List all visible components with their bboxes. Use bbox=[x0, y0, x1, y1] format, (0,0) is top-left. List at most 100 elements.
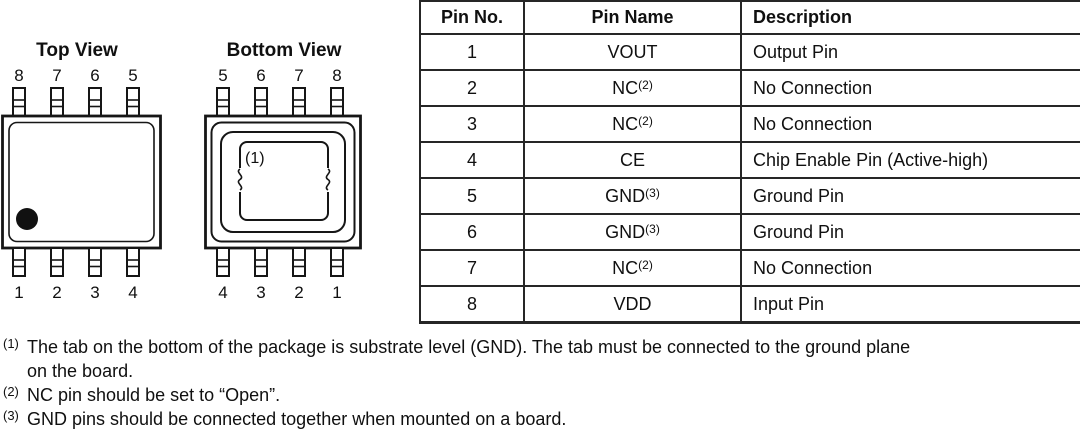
pin-lead bbox=[126, 87, 140, 117]
footnote-line: on the board. bbox=[27, 361, 134, 381]
pin-lead bbox=[254, 87, 268, 117]
footnote-marker: (3) bbox=[3, 408, 19, 423]
pin-name-cell: CE bbox=[523, 141, 742, 179]
footnote-text: NC pin should be set to “Open”. bbox=[27, 383, 1078, 407]
pin-name: GND bbox=[605, 221, 646, 242]
package-body-outline bbox=[204, 114, 362, 250]
pin-number-cell: 5 bbox=[419, 177, 525, 215]
pin-lead bbox=[50, 247, 64, 277]
description-cell: Input Pin bbox=[740, 285, 1080, 324]
pin-number-label: 8 bbox=[14, 66, 23, 85]
pin-lead bbox=[292, 87, 306, 117]
pin-number-cell: 1 bbox=[419, 33, 525, 71]
top-view-upper-pin-leads bbox=[12, 87, 140, 117]
description-cell: Ground Pin bbox=[740, 177, 1080, 215]
table-header-row: Pin No. Pin Name Description bbox=[419, 0, 1080, 35]
description-cell: Ground Pin bbox=[740, 213, 1080, 251]
footnote-line: GND pins should be connected together wh… bbox=[27, 409, 567, 429]
pin-number-label: 4 bbox=[218, 283, 227, 302]
pin-number-label: 6 bbox=[90, 66, 99, 85]
pin-name-cell: GND(3) bbox=[523, 177, 742, 215]
package-body-inner-outline bbox=[8, 121, 155, 243]
table-row: 6 GND(3) Ground Pin bbox=[419, 213, 1080, 251]
footnote-line: NC pin should be set to “Open”. bbox=[27, 385, 281, 405]
pin-name: GND bbox=[605, 185, 646, 206]
pin-name-cell: NC(2) bbox=[523, 105, 742, 143]
pin-number-label: 3 bbox=[90, 283, 99, 302]
table-row: 2 NC(2) No Connection bbox=[419, 69, 1080, 107]
top-view-lower-pin-leads bbox=[12, 247, 140, 277]
top-view-diagram: 8 7 6 5 1 2 3 4 bbox=[1, 66, 162, 302]
pin-name: VOUT bbox=[607, 41, 658, 62]
description-cell: Output Pin bbox=[740, 33, 1080, 71]
table-row: 8 VDD Input Pin bbox=[419, 285, 1080, 324]
footnote: (1) The tab on the bottom of the package… bbox=[3, 335, 1078, 383]
package-molding-outline bbox=[220, 131, 346, 233]
pin-number-label: 1 bbox=[332, 283, 341, 302]
pin-lead bbox=[50, 87, 64, 117]
table-row: 4 CE Chip Enable Pin (Active-high) bbox=[419, 141, 1080, 179]
pin-name: NC bbox=[612, 113, 639, 134]
footnote-text: GND pins should be connected together wh… bbox=[27, 407, 1078, 431]
description-cell: No Connection bbox=[740, 105, 1080, 143]
top-view-upper-pin-numbers: 8 7 6 5 bbox=[14, 66, 137, 85]
pin-number-label: 7 bbox=[52, 66, 61, 85]
pin-name-cell: NC(2) bbox=[523, 69, 742, 107]
bottom-view-diagram: 5 6 7 8 (1) 4 3 bbox=[204, 66, 362, 302]
bottom-view-lower-pin-leads bbox=[216, 247, 344, 277]
pin-name: NC bbox=[612, 257, 639, 278]
tab-notch-right bbox=[325, 168, 331, 191]
pin-number-label: 7 bbox=[294, 66, 303, 85]
pin-name: CE bbox=[619, 149, 645, 170]
pin-name: NC bbox=[612, 77, 639, 98]
pin-no-header: Pin No. bbox=[419, 0, 525, 35]
pin-name: VDD bbox=[613, 293, 652, 314]
pin-number-cell: 8 bbox=[419, 285, 525, 324]
pin-number-label: 6 bbox=[256, 66, 265, 85]
package-body-inner-outline bbox=[210, 121, 356, 243]
pin-lead bbox=[12, 87, 26, 117]
description-header: Description bbox=[740, 0, 1080, 35]
pin-lead bbox=[12, 247, 26, 277]
pin-lead bbox=[216, 247, 230, 277]
pin-number-label: 8 bbox=[332, 66, 341, 85]
pin-lead bbox=[292, 247, 306, 277]
pin-name-cell: GND(3) bbox=[523, 213, 742, 251]
footnotes: (1) The tab on the bottom of the package… bbox=[3, 335, 1078, 431]
bottom-view-title: Bottom View bbox=[226, 40, 342, 61]
table-row: 5 GND(3) Ground Pin bbox=[419, 177, 1080, 215]
pin-number-label: 5 bbox=[218, 66, 227, 85]
pin-lead bbox=[330, 87, 344, 117]
tab-notch-left bbox=[237, 168, 243, 191]
pin-number-cell: 6 bbox=[419, 213, 525, 251]
pin1-indicator-dot bbox=[16, 208, 38, 230]
bottom-view-upper-pin-numbers: 5 6 7 8 bbox=[218, 66, 341, 85]
pin-name-footnote-ref: (2) bbox=[638, 113, 653, 128]
bottom-view-upper-pin-leads bbox=[216, 87, 344, 117]
pin-lead bbox=[216, 87, 230, 117]
pin-table: Pin No. Pin Name Description 1 VOUT Outp… bbox=[419, 0, 1080, 324]
pin-number-label: 2 bbox=[52, 283, 61, 302]
pin-lead bbox=[88, 87, 102, 117]
tab-label: (1) bbox=[245, 150, 265, 167]
pin-name-cell: NC(2) bbox=[523, 249, 742, 287]
pin-lead bbox=[126, 247, 140, 277]
table-row: 1 VOUT Output Pin bbox=[419, 33, 1080, 71]
bottom-view-lower-pin-numbers: 4 3 2 1 bbox=[218, 283, 341, 302]
pin-name-header: Pin Name bbox=[523, 0, 742, 35]
pin-lead bbox=[330, 247, 344, 277]
pin-number-label: 2 bbox=[294, 283, 303, 302]
pin-number-cell: 3 bbox=[419, 105, 525, 143]
pin-number-label: 5 bbox=[128, 66, 137, 85]
pin-name-footnote-ref: (2) bbox=[638, 257, 653, 272]
description-cell: No Connection bbox=[740, 249, 1080, 287]
footnote-line: The tab on the bottom of the package is … bbox=[27, 337, 911, 357]
footnote-marker: (1) bbox=[3, 336, 19, 351]
top-view-title: Top View bbox=[36, 40, 118, 61]
pin-lead bbox=[88, 247, 102, 277]
description-cell: Chip Enable Pin (Active-high) bbox=[740, 141, 1080, 179]
footnote-text: The tab on the bottom of the package is … bbox=[27, 335, 1078, 383]
pin-number-cell: 2 bbox=[419, 69, 525, 107]
footnote: (2) NC pin should be set to “Open”. bbox=[3, 383, 1078, 407]
